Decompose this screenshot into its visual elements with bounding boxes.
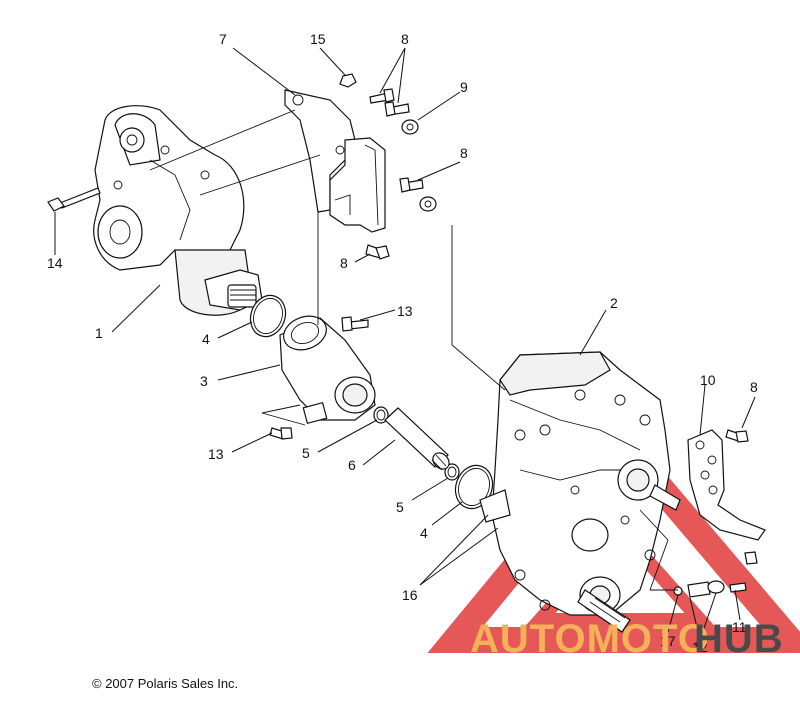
part-5-rings <box>373 406 460 481</box>
part-9-washers <box>401 119 437 212</box>
part-8-bolts-right <box>725 429 758 565</box>
callout-6: 6 <box>348 457 356 473</box>
callout-8d: 8 <box>750 379 758 395</box>
callout-4a: 4 <box>202 331 210 347</box>
part-2-transmission <box>479 351 681 633</box>
callout-numbers: 7 15 8 9 8 14 8 13 1 4 3 13 5 6 5 4 2 10… <box>47 31 758 655</box>
callout-4b: 4 <box>420 525 428 541</box>
callout-2: 2 <box>610 295 618 311</box>
watermark-text-hub: HUB <box>694 617 784 661</box>
mounting-plate <box>329 137 386 233</box>
leader-lines <box>54 47 756 641</box>
parts-17-12-11-hardware <box>673 580 747 598</box>
part-13-bolts <box>269 316 369 440</box>
part-10-bracket <box>687 429 766 541</box>
part-4-oring-lower <box>454 464 494 510</box>
callout-8c: 8 <box>340 255 348 271</box>
part-6-sleeve <box>384 407 450 471</box>
watermark-text-automoto: AUTOMOTO <box>470 617 710 661</box>
callout-1: 1 <box>95 325 103 341</box>
part-3-housing <box>279 315 376 425</box>
copyright-text: © 2007 Polaris Sales Inc. <box>92 676 238 691</box>
callout-3: 3 <box>200 373 208 389</box>
callout-16: 16 <box>402 587 418 603</box>
part-1-front-gearcase <box>93 105 263 316</box>
callout-8a: 8 <box>401 31 409 47</box>
callout-5b: 5 <box>396 499 404 515</box>
part-14-long-bolt <box>47 187 101 212</box>
callout-12: 12 <box>692 639 708 655</box>
callout-10: 10 <box>700 372 716 388</box>
callout-9: 9 <box>460 79 468 95</box>
part-15-nut <box>339 73 357 88</box>
watermark-logo: AUTOMOTO HUB <box>470 617 784 661</box>
callout-8b: 8 <box>460 145 468 161</box>
part-4-oring-upper <box>249 294 287 338</box>
callout-11: 11 <box>732 619 747 635</box>
callout-5a: 5 <box>302 445 310 461</box>
callout-13a: 13 <box>397 303 413 319</box>
callout-15: 15 <box>310 31 326 47</box>
part-8-bolts-upper <box>365 88 424 260</box>
callout-7: 7 <box>219 31 227 47</box>
callout-14: 14 <box>47 255 63 271</box>
callout-13b: 13 <box>208 446 224 462</box>
callout-17: 17 <box>660 633 676 649</box>
